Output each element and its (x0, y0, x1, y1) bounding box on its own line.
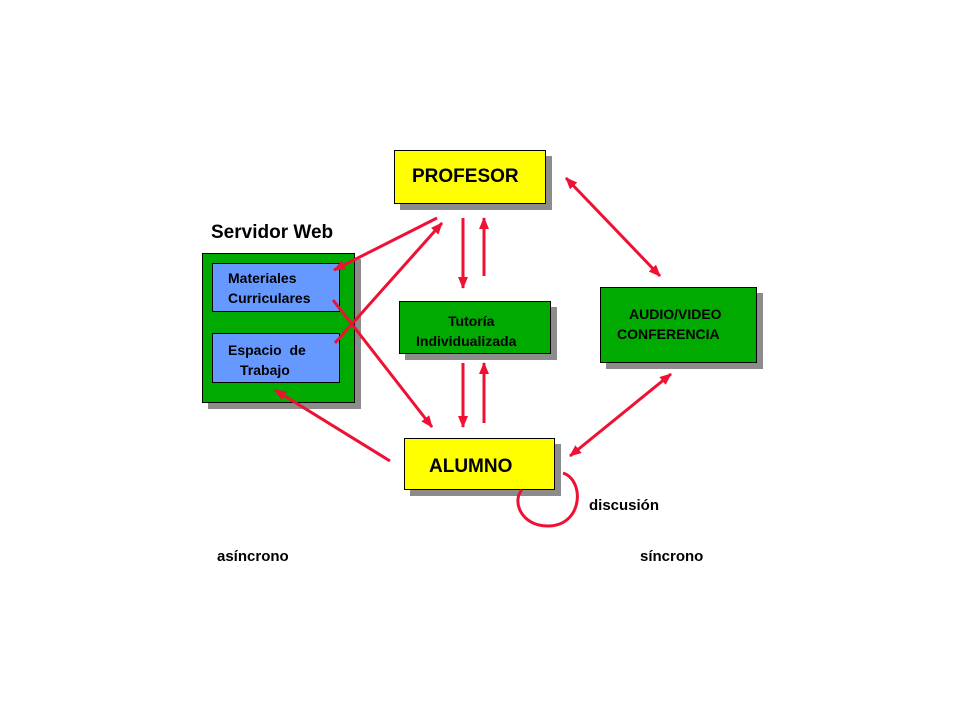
sincrono-label: síncrono (640, 548, 704, 565)
espacio-trabajo-box: Espacio de Trabajo (212, 333, 340, 383)
tutoria-box: Tutoría Individualizada (399, 301, 551, 354)
alumno-box: ALUMNO (404, 438, 555, 490)
servidor-web-title: Servidor Web (211, 222, 334, 243)
audio-label-line2: CONFERENCIA (617, 326, 720, 342)
discusion-label: discusión (589, 497, 660, 514)
audio-video-box: AUDIO/VIDEO CONFERENCIA (600, 287, 757, 363)
materiales-curriculares-box: Materiales Curriculares (212, 263, 340, 312)
espacio-label-line2: Trabajo (240, 362, 290, 378)
tutoria-label-line2: Individualizada (416, 333, 517, 349)
arrow-profesor-audio-video (564, 176, 662, 278)
tutoria-label-line1: Tutoría (448, 313, 495, 329)
espacio-label-line1: Espacio de (228, 342, 306, 358)
asincrono-label: asíncrono (217, 548, 289, 565)
alumno-label: ALUMNO (429, 456, 513, 477)
materiales-label-line1: Materiales (228, 270, 297, 286)
profesor-box: PROFESOR (394, 150, 546, 204)
materiales-label-line2: Curriculares (228, 290, 311, 306)
profesor-label: PROFESOR (412, 166, 519, 187)
audio-label-line1: AUDIO/VIDEO (629, 306, 722, 322)
arrow-alumno-audio-video (569, 372, 672, 458)
